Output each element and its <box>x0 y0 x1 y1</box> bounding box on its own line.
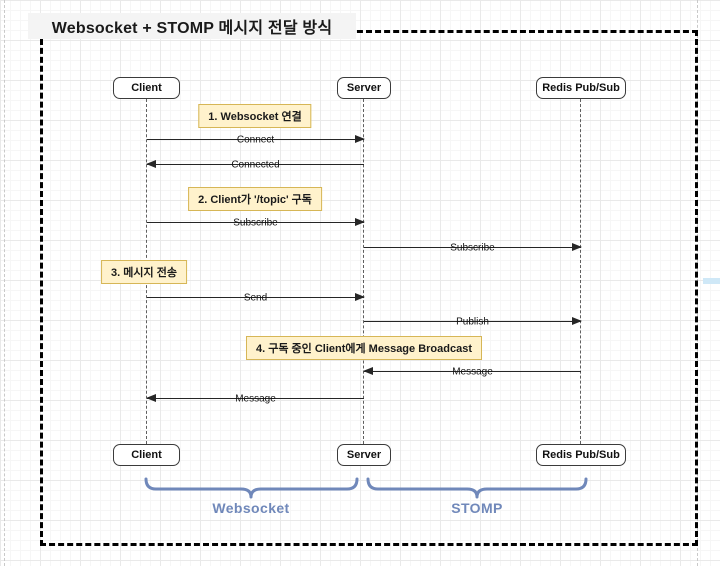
arrow-line <box>364 371 581 372</box>
arrow-head-icon <box>363 367 373 376</box>
message-send-label: Send <box>243 292 268 304</box>
diagram-title-text: Websocket + STOMP 메시지 전달 방식 <box>51 20 333 37</box>
page-boundary-line-left <box>4 0 5 566</box>
arrow-head-icon <box>146 160 156 169</box>
message-subscribe-redis-label: Subscribe <box>450 242 495 254</box>
participant-server-top-label: Server <box>346 82 382 94</box>
message-connect-label: Connect <box>236 134 275 146</box>
arrow-head-icon <box>146 394 156 403</box>
arrow-line <box>147 164 364 165</box>
arrow-head-icon <box>355 218 365 227</box>
message-connected-label: Connected <box>231 159 280 171</box>
arrow-head-icon <box>572 317 582 326</box>
participant-client-top-label: Client <box>131 82 162 94</box>
note-step-4[interactable]: 4. 구독 중인 Client에게 Message Broadcast <box>246 336 482 360</box>
participant-redis-bottom-label: Redis Pub/Sub <box>542 449 620 461</box>
note-step-3[interactable]: 3. 메시지 전송 <box>101 260 187 284</box>
arrow-line <box>147 222 364 223</box>
message-subscribe-client-label: Subscribe <box>233 217 278 229</box>
note-step-2-label: 2. Client가 '/topic' 구독 <box>198 194 312 206</box>
arrow-line <box>147 297 364 298</box>
participant-redis-top[interactable]: Redis Pub/Sub <box>536 77 626 99</box>
arrow-head-icon <box>355 293 365 302</box>
participant-client-bottom[interactable]: Client <box>113 444 180 466</box>
arrow-line <box>364 321 581 322</box>
group-label-websocket[interactable]: Websocket <box>212 500 289 516</box>
participant-redis-top-label: Redis Pub/Sub <box>542 82 620 94</box>
arrow-head-icon <box>572 243 582 252</box>
participant-client-top[interactable]: Client <box>113 77 180 99</box>
arrow-line <box>147 139 364 140</box>
participant-server-bottom-label: Server <box>346 449 382 461</box>
note-step-4-label: 4. 구독 중인 Client에게 Message Broadcast <box>256 343 472 355</box>
group-label-websocket-text: Websocket <box>212 500 290 516</box>
note-step-3-label: 3. 메시지 전송 <box>111 267 177 279</box>
message-broadcast-to-client-label: Message <box>235 393 276 405</box>
stomp-brace-icon <box>366 477 588 499</box>
arrow-head-icon <box>355 135 365 144</box>
participant-client-bottom-label: Client <box>131 449 162 461</box>
arrow-line <box>147 398 364 399</box>
note-step-2[interactable]: 2. Client가 '/topic' 구독 <box>188 187 322 211</box>
participant-server-bottom[interactable]: Server <box>337 444 391 466</box>
group-label-stomp[interactable]: STOMP <box>451 500 503 516</box>
message-broadcast-to-server-label: Message <box>452 366 493 378</box>
note-step-1[interactable]: 1. Websocket 연결 <box>198 104 312 128</box>
message-publish-label: Publish <box>456 316 489 328</box>
lifeline-server[interactable] <box>363 99 364 444</box>
arrow-line <box>364 247 581 248</box>
diagram-frame[interactable] <box>40 30 698 546</box>
note-step-1-label: 1. Websocket 연결 <box>208 111 302 123</box>
websocket-brace-icon <box>144 477 359 499</box>
offpage-shape-fragment <box>703 278 720 284</box>
participant-server-top[interactable]: Server <box>337 77 391 99</box>
group-label-stomp-text: STOMP <box>451 500 503 516</box>
diagram-title[interactable]: Websocket + STOMP 메시지 전달 방식 <box>28 13 356 39</box>
participant-redis-bottom[interactable]: Redis Pub/Sub <box>536 444 626 466</box>
lifeline-redis[interactable] <box>580 99 581 444</box>
